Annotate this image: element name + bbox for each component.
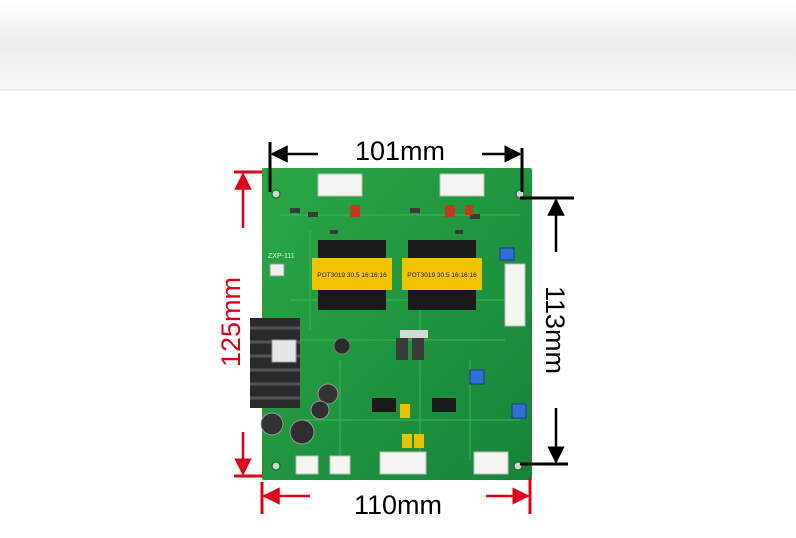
silkscreen-label: ZXP-111	[268, 253, 295, 260]
dimension-bottom-label: 110mm	[354, 490, 442, 520]
dimension-left: 125mm	[216, 170, 262, 478]
heatsink	[250, 318, 300, 408]
connector-top-left	[317, 173, 363, 197]
connector-bottom-2	[329, 455, 351, 475]
transformer-right-label: POT3019 30.5 16:16:16	[407, 272, 477, 279]
connector-bottom-4	[473, 451, 509, 475]
dimension-top-label: 101mm	[355, 136, 445, 166]
dimension-bottom: 110mm	[260, 478, 532, 520]
connector-bottom-3	[379, 451, 427, 475]
dimension-top: 101mm	[268, 136, 524, 192]
dimension-left-label: 125mm	[216, 277, 246, 367]
connector-right	[504, 263, 526, 327]
transformer-left: POT3019 30.5 16:16:16	[312, 240, 392, 310]
dimension-right: 113mm	[520, 196, 574, 466]
transformer-right: POT3019 30.5 16:16:16	[402, 240, 482, 310]
transformer-left-label: POT3019 30.5 16:16:16	[317, 272, 387, 279]
capacitors	[260, 337, 351, 445]
connector-top-right	[439, 173, 485, 197]
dimension-right-label: 113mm	[540, 286, 570, 374]
top-banner	[0, 0, 796, 90]
connector-bottom-1	[295, 455, 319, 475]
pcb-board: POT3019 30.5 16:16:16 POT3019 30.5 16:16…	[250, 168, 532, 480]
